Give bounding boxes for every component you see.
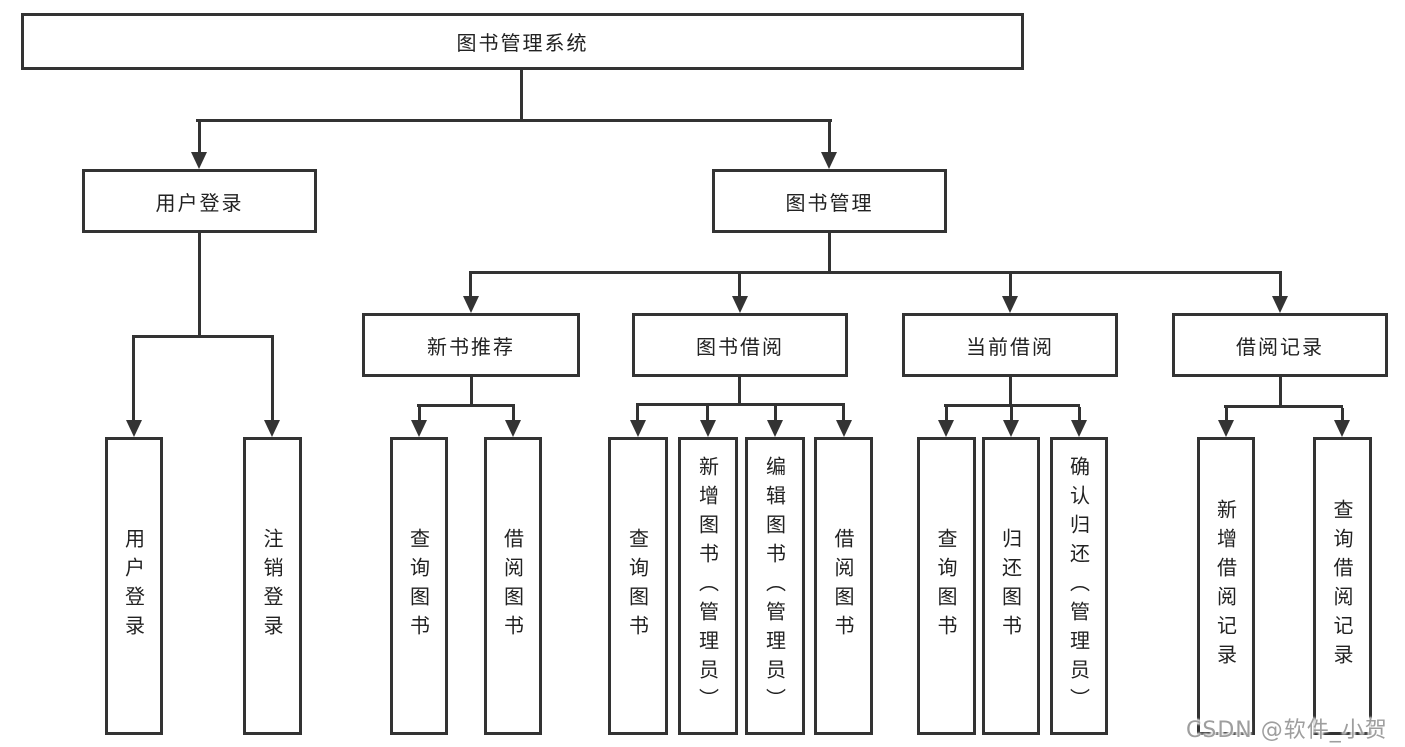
- node-user-login: 用户登录: [82, 169, 317, 233]
- arrow-down-icon: [1272, 296, 1288, 313]
- arrow-down-icon: [836, 420, 852, 437]
- arrow-down-icon: [505, 420, 521, 437]
- connector-line: [945, 407, 948, 420]
- leaf-query-books-2: 查询图书: [608, 437, 668, 735]
- connector-line: [198, 122, 201, 153]
- leaf-query-books-1: 查询图书: [390, 437, 448, 735]
- leaf-borrow-books-1: 借阅图书: [484, 437, 542, 735]
- connector-line: [944, 404, 1080, 407]
- connector-line: [1224, 405, 1343, 408]
- leaf-query-borrow-record: 查询借阅记录: [1313, 437, 1372, 735]
- connector-line: [738, 377, 741, 403]
- leaf-logout: 注销登录: [243, 437, 302, 735]
- connector-line: [1010, 407, 1013, 420]
- node-borrowing-records: 借阅记录: [1172, 313, 1388, 377]
- arrow-down-icon: [732, 296, 748, 313]
- connector-line: [636, 403, 845, 406]
- connector-line: [469, 274, 472, 296]
- connector-line: [1225, 408, 1228, 420]
- connector-line: [198, 233, 201, 335]
- csdn-watermark: CSDN @软件_小贺同学: [1186, 718, 1388, 743]
- node-current-borrowing: 当前借阅: [902, 313, 1118, 377]
- arrow-down-icon: [938, 420, 954, 437]
- arrow-down-icon: [126, 420, 142, 437]
- connector-line: [132, 335, 274, 338]
- node-book-borrowing: 图书借阅: [632, 313, 848, 377]
- arrow-down-icon: [630, 420, 646, 437]
- arrow-down-icon: [191, 152, 207, 169]
- arrow-down-icon: [463, 296, 479, 313]
- connector-line: [520, 70, 523, 119]
- connector-line: [196, 119, 832, 122]
- connector-line: [842, 406, 845, 420]
- leaf-add-borrow-record: 新增借阅记录: [1197, 437, 1255, 735]
- connector-line: [271, 338, 274, 420]
- arrow-down-icon: [767, 420, 783, 437]
- connector-line: [1009, 274, 1012, 296]
- connector-line: [706, 406, 709, 420]
- arrow-down-icon: [1334, 420, 1350, 437]
- arrow-down-icon: [1003, 420, 1019, 437]
- arrow-down-icon: [821, 152, 837, 169]
- connector-line: [1279, 377, 1282, 405]
- leaf-return-books: 归还图书: [982, 437, 1040, 735]
- node-book-management: 图书管理: [712, 169, 947, 233]
- connector-line: [1078, 407, 1081, 420]
- connector-line: [774, 406, 777, 420]
- arrow-down-icon: [1218, 420, 1234, 437]
- connector-line: [469, 271, 1282, 274]
- connector-line: [417, 404, 515, 407]
- leaf-confirm-return-admin: 确认归还（管理员）: [1050, 437, 1108, 735]
- leaf-borrow-books-2: 借阅图书: [814, 437, 873, 735]
- leaf-edit-book-admin: 编辑图书（管理员）: [745, 437, 805, 735]
- leaf-query-books-3: 查询图书: [917, 437, 976, 735]
- arrow-down-icon: [264, 420, 280, 437]
- connector-line: [1009, 377, 1012, 404]
- arrow-down-icon: [1002, 296, 1018, 313]
- connector-line: [738, 274, 741, 296]
- leaf-add-book-admin: 新增图书（管理员）: [678, 437, 738, 735]
- connector-line: [470, 377, 473, 404]
- connector-line: [418, 407, 421, 420]
- node-new-book-recommendation: 新书推荐: [362, 313, 580, 377]
- connector-line: [1341, 408, 1344, 420]
- arrow-down-icon: [411, 420, 427, 437]
- connector-line: [828, 233, 831, 271]
- connector-line: [1279, 274, 1282, 296]
- connector-line: [132, 338, 135, 420]
- arrow-down-icon: [700, 420, 716, 437]
- connector-line: [512, 407, 515, 420]
- connector-line: [636, 406, 639, 420]
- leaf-user-login: 用户登录: [105, 437, 163, 735]
- arrow-down-icon: [1071, 420, 1087, 437]
- node-library-system: 图书管理系统: [21, 13, 1024, 70]
- connector-line: [828, 122, 831, 153]
